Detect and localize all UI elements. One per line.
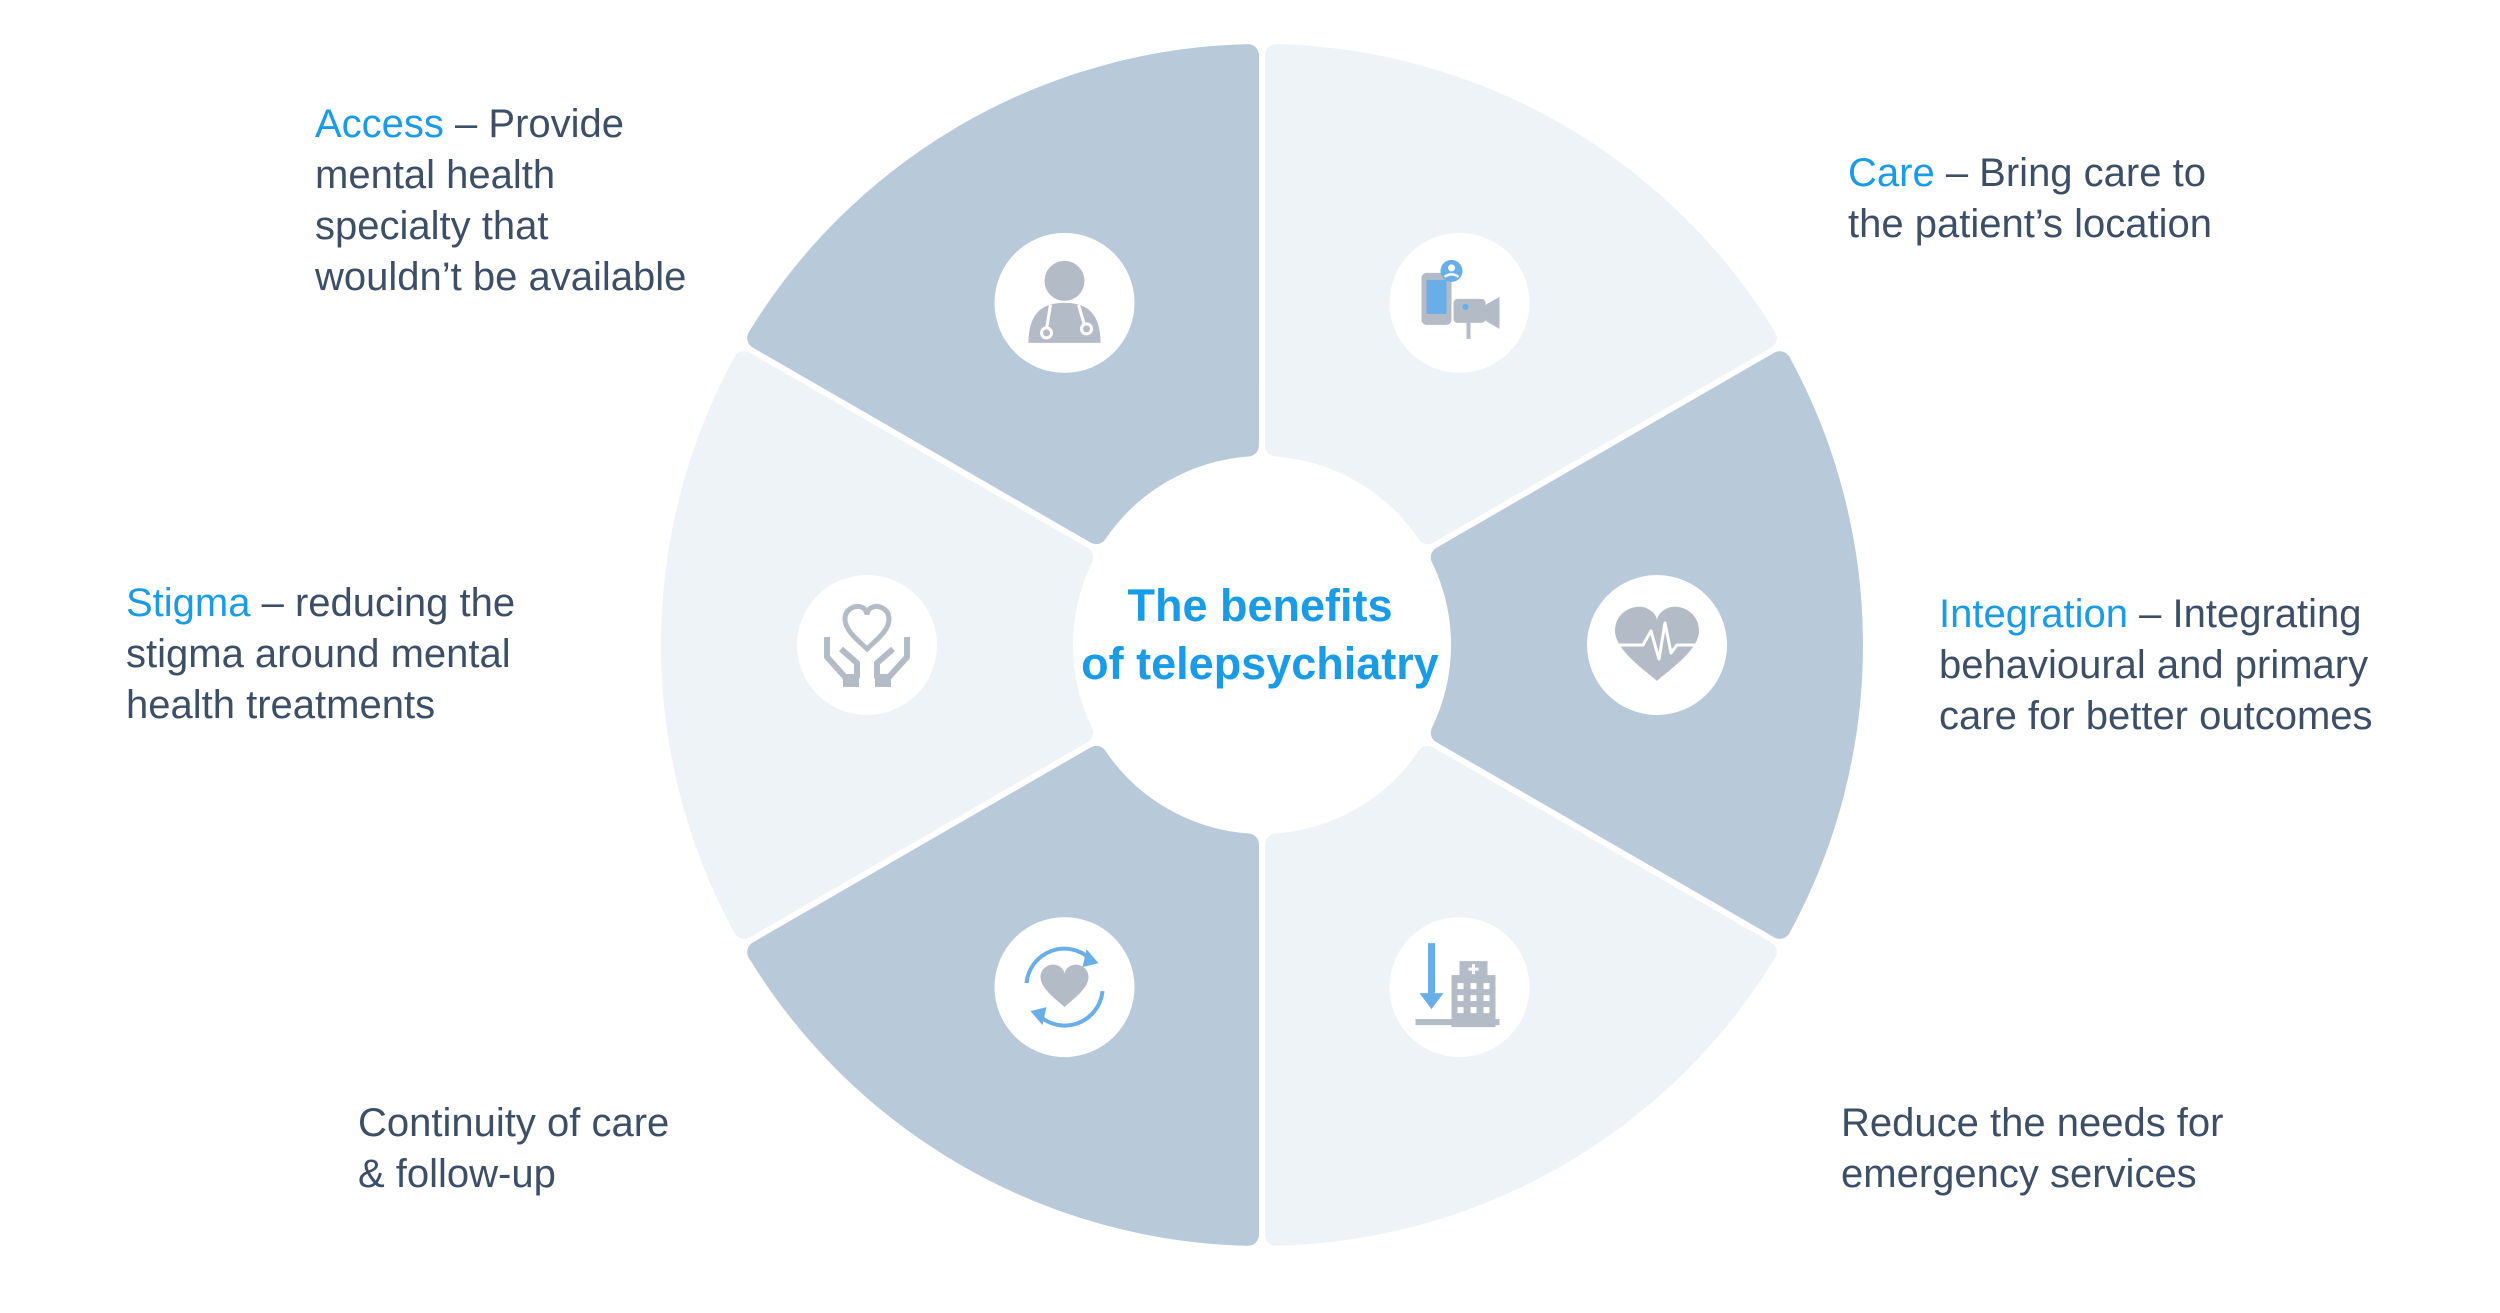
label-stigma-line-1: – reducing the — [250, 581, 516, 625]
doctor-icon — [994, 232, 1135, 373]
keyword-integration: Integration — [1939, 592, 2129, 636]
label-emergency-line-2: emergency services — [1841, 1152, 2197, 1196]
heartbeat-icon — [1587, 575, 1727, 715]
label-continuity-line-2: & follow-up — [358, 1152, 556, 1196]
label-emergency: Reduce the needs for emergency services — [1841, 1098, 2223, 1200]
title-line-1: The benefits — [1127, 580, 1393, 631]
label-stigma: Stigma – reducing the stigma around ment… — [126, 578, 515, 731]
telemedicine-video-icon — [1389, 232, 1530, 373]
label-care-line-2: the patient’s location — [1848, 202, 2212, 246]
label-care: Care – Bring care to the patient’s locat… — [1848, 148, 2212, 250]
diagram-title: The benefits of telepsychiatry — [1055, 577, 1465, 693]
label-care-line-1: – Bring care to — [1934, 151, 2206, 195]
label-stigma-line-2: stigma around mental — [126, 632, 511, 676]
keyword-access: Access — [315, 102, 444, 146]
label-continuity-line-1: Continuity of care — [358, 1101, 670, 1145]
heart-hands-icon — [797, 575, 937, 715]
label-access-line-3: specialty that — [315, 204, 549, 248]
label-access: Access – Provide mental health specialty… — [315, 99, 686, 303]
label-integration-line-3: care for better outcomes — [1939, 694, 2373, 738]
label-integration-line-1: – Integrating — [2128, 592, 2362, 636]
label-integration-line-2: behavioural and primary — [1939, 643, 2369, 687]
label-stigma-line-3: health treatments — [126, 683, 436, 727]
label-continuity: Continuity of care & follow-up — [358, 1098, 669, 1200]
label-access-line-4: wouldn’t be available — [315, 255, 687, 299]
label-access-line-2: mental health — [315, 153, 556, 197]
keyword-stigma: Stigma — [126, 581, 251, 625]
title-line-2: of telepsychiatry — [1081, 638, 1439, 689]
keyword-care: Care — [1848, 151, 1935, 195]
heart-cycle-icon — [994, 917, 1135, 1058]
label-integration: Integration – Integrating behavioural an… — [1939, 589, 2373, 742]
label-access-line-1: – Provide — [443, 102, 625, 146]
label-emergency-line-1: Reduce the needs for — [1841, 1101, 2224, 1145]
hospital-down-arrow-icon — [1389, 917, 1530, 1058]
